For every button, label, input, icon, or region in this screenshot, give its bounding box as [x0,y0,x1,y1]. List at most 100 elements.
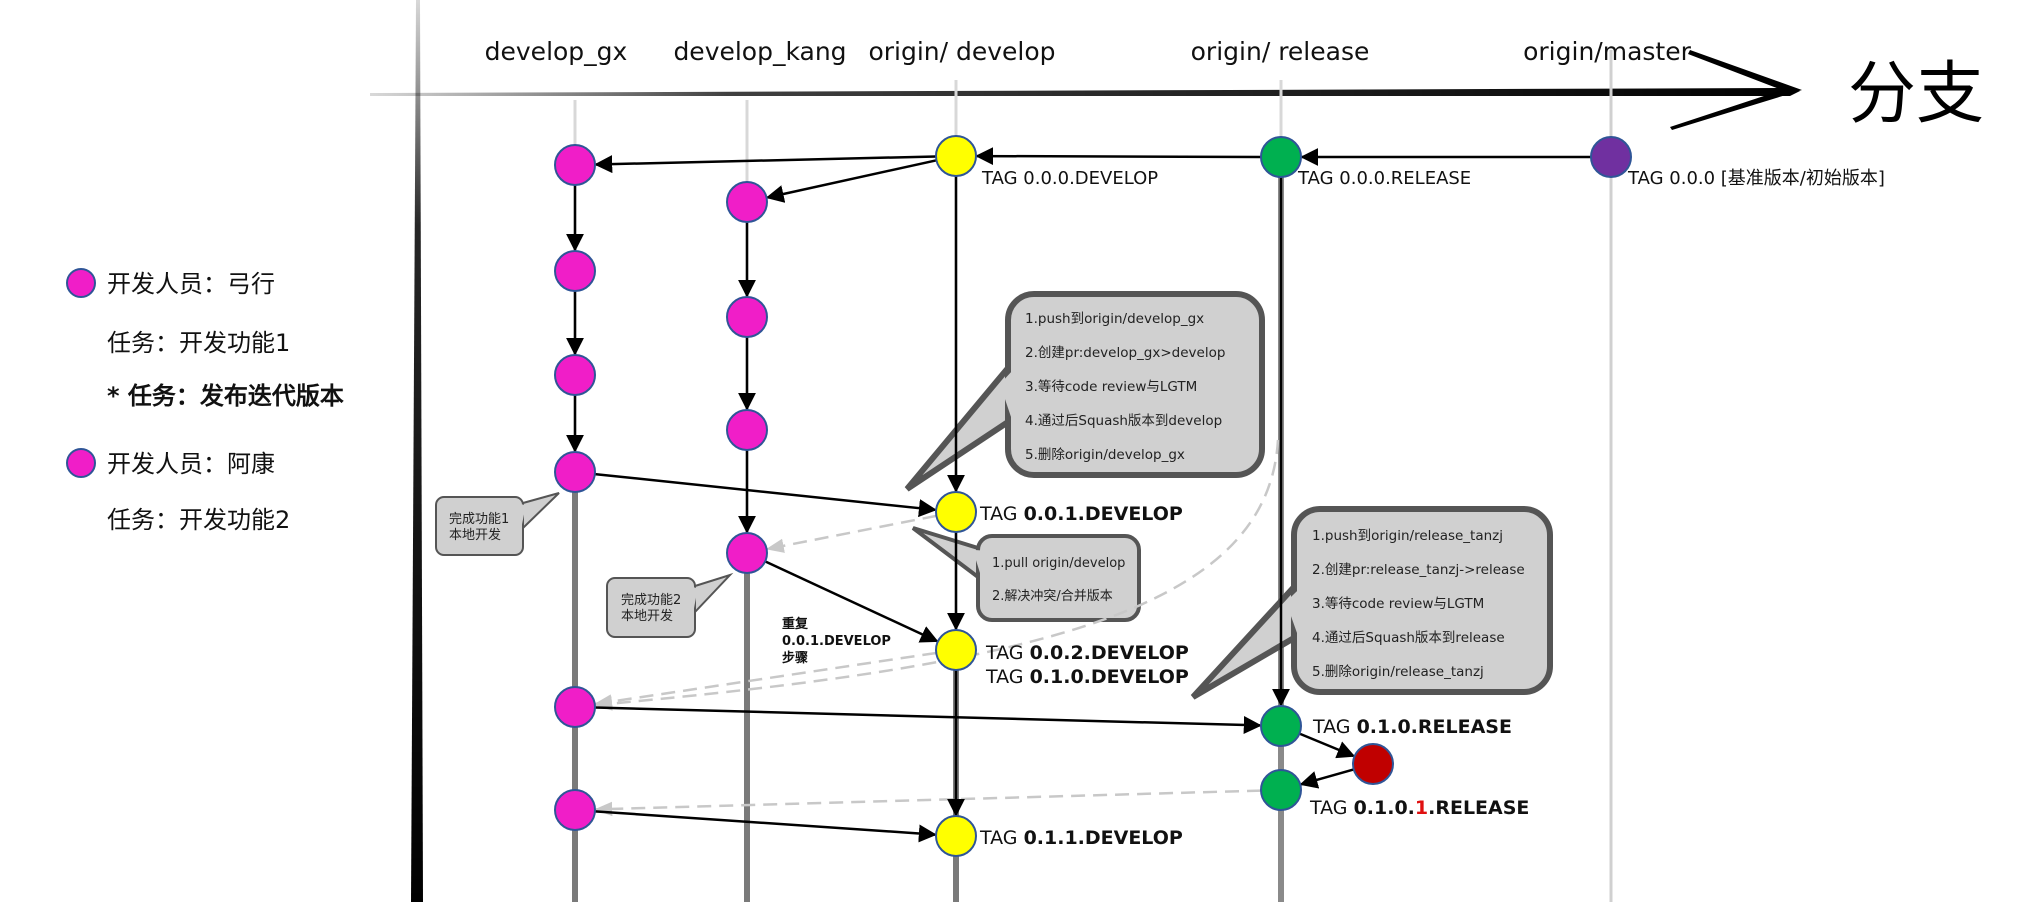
commit-node-k4[interactable] [726,532,768,574]
tag-label-r0: TAG 0.0.0.RELEASE [1297,168,1471,189]
callout-line: 5.删除origin/release_tanzj [1312,664,1484,680]
commit-node-gx4[interactable] [554,451,596,493]
callout-seam [972,549,981,575]
legend-text: 任务：开发功能2 [107,506,290,534]
edge-r0-to-d0 [975,147,1262,166]
callout-line: 本地开发 [449,527,501,543]
tag-prefix: TAG [1309,797,1354,819]
commit-node-gx1[interactable] [554,144,596,186]
edge-d1-to-k4 [765,514,937,553]
tag-label-d1: TAG 0.0.1.DEVELOP [979,503,1183,525]
tag-label-d2: TAG 0.0.2.DEVELOP [985,642,1189,664]
commit-node-d0[interactable] [935,135,977,177]
tag-prefix: TAG [979,827,1024,849]
callout-line: 3.等待code review与LGTM [1312,595,1484,612]
callout-line: 4.通过后Squash版本到release [1312,630,1505,646]
edge-gx4-to-d1 [594,472,937,518]
callout-line: 完成功能2 [621,593,681,608]
commit-node-d3[interactable] [935,815,977,857]
tag-label-d2-2: TAG 0.1.0.DEVELOP [985,666,1189,688]
commit-node-d2[interactable] [935,629,977,671]
note-line: 步骤 [782,650,808,666]
commit-node-k2[interactable] [726,296,768,338]
commit-node-r1[interactable] [1260,705,1302,747]
callout-merge-release: 1.push到origin/release_tanzj2.创建pr:releas… [1190,506,1553,700]
edge-r2-to-gx6 [594,789,1262,817]
callout-line: 1.push到origin/develop_gx [1025,311,1204,327]
tag-version: 0.1.0. [1354,797,1415,819]
edge-d0-to-gx1 [594,155,937,174]
callout-merge-gx: 1.push到origin/develop_gx 2.创建pr:develop_g… [904,291,1265,492]
commits [554,135,1632,857]
callout-line: 完成功能1 [449,512,509,527]
legend-text: 开发人员：弓行 [107,270,275,298]
commit-node-gx2[interactable] [554,250,596,292]
callouts: 1.push到origin/develop_gx 2.创建pr:develop_g… [435,291,1553,700]
legend-item: 开发人员：弓行 [66,268,275,298]
callout-line: 2.创建pr:release_tanzj->release [1312,562,1525,578]
note-line: 0.0.1.DEVELOP [782,634,891,649]
callout-seam [521,504,526,527]
edge-r1-to-hf [1299,732,1356,759]
axis-title: 分支 [1848,55,1984,134]
callout-tail [694,572,734,615]
tag-version-highlight: 1 [1415,797,1428,819]
tag-prefix: TAG 0.0.0.RELEASE [1297,168,1471,189]
legend-item: 开发人员：阿康 [66,448,275,478]
commit-node-d1[interactable] [935,491,977,533]
tag-label-r1: TAG 0.1.0.RELEASE [1312,716,1512,738]
branch-label-origin_release: origin/ release [1191,37,1370,66]
legend-item: 任务：开发功能2 [107,506,290,534]
commit-node-gx5[interactable] [554,686,596,728]
callout-box [976,534,1141,622]
tag-prefix: TAG [979,503,1024,525]
commit-node-k1[interactable] [726,181,768,223]
legend-text: 开发人员：阿康 [107,450,275,478]
axes: 分支 [370,0,1984,902]
tag-prefix: TAG 0.0.0 [基准版本/初始版本] [1627,168,1885,189]
tag-label-r2: TAG 0.1.0.1.RELEASE [1309,797,1529,819]
edge-gx6-to-d3 [594,810,937,843]
commit-node-gx6[interactable] [554,789,596,831]
edge-k4-to-d2 [764,560,939,643]
tag-prefix: TAG 0.0.0.DEVELOP [981,168,1158,189]
commit-node-k3[interactable] [726,409,768,451]
tag-prefix: TAG [1312,716,1357,738]
callout-tail [522,492,560,531]
callout-pull-develop: 1.pull origin/develop 2.解决冲突/合并版本 [911,526,1141,622]
tag-version: 0.1.0.DEVELOP [1030,666,1189,688]
callout-line: 本地开发 [621,608,673,624]
callout-line: 1.pull origin/develop [992,556,1125,571]
commit-node-gx3[interactable] [554,354,596,396]
tag-label-d0: TAG 0.0.0.DEVELOP [981,168,1158,189]
callout-seam [1285,590,1298,635]
callout-line: 2.创建pr:develop_gx>develop [1025,345,1225,361]
vertical-axis [411,0,423,902]
commit-node-r2[interactable] [1260,769,1302,811]
branch-label-origin_master: origin/master [1523,37,1691,66]
branch-label-develop_gx: develop_gx [485,37,628,66]
tag-label-d3: TAG 0.1.1.DEVELOP [979,827,1183,849]
callout-line: 2.解决冲突/合并版本 [992,588,1113,604]
note-line: 重复 [782,616,809,632]
callout-line: 3.等待code review与LGTM [1025,378,1197,395]
developer-dot-icon [66,448,96,478]
developer-dot-icon [66,268,96,298]
edge-hf-to-r2 [1299,768,1355,789]
commit-node-hf[interactable] [1352,743,1394,785]
callout-line: 5.删除origin/develop_gx [1025,447,1185,463]
commit-node-r0[interactable] [1260,136,1302,178]
callout-seam [693,587,698,611]
commit-node-m0[interactable] [1590,136,1632,178]
tag-version: 0.0.1.DEVELOP [1024,503,1183,525]
edge-gx5-to-r1 [594,706,1262,734]
tag-version: 0.1.1.DEVELOP [1024,827,1183,849]
tag-prefix: TAG [985,666,1030,688]
tag-version-tail: .RELEASE [1428,797,1529,819]
